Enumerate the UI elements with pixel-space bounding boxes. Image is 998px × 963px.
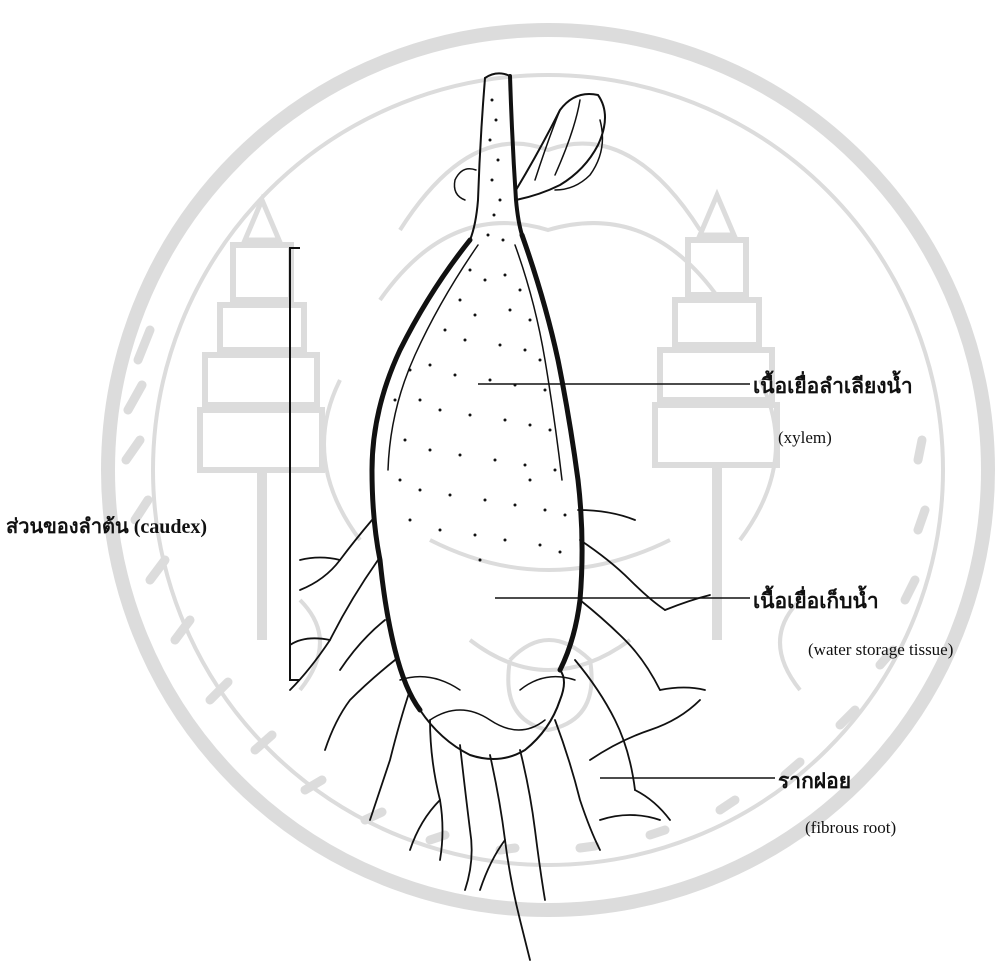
xylem-label-thai: เนื้อเยื่อลำเลียงน้ำ [753,370,913,403]
caudex-bracket [290,248,300,680]
storage-label-english: (water storage tissue) [808,640,953,660]
caudex-inner-left [388,245,478,470]
root-label-english: (fibrous root) [805,818,896,838]
university-seal-watermark [108,30,988,910]
stem-outline-right [510,76,522,235]
caudex-plant-illustration [290,73,710,960]
stem-outline-left [470,78,485,240]
caudex-outline-left [372,240,470,710]
caudex-label: ส่วนของลำต้น (caudex) [6,510,207,542]
root-label-thai: รากฝอย [778,765,851,798]
storage-label-thai: เนื้อเยื่อเก็บน้ำ [753,585,879,618]
xylem-label-english: (xylem) [778,428,832,448]
caudex-outline-right [522,235,582,670]
